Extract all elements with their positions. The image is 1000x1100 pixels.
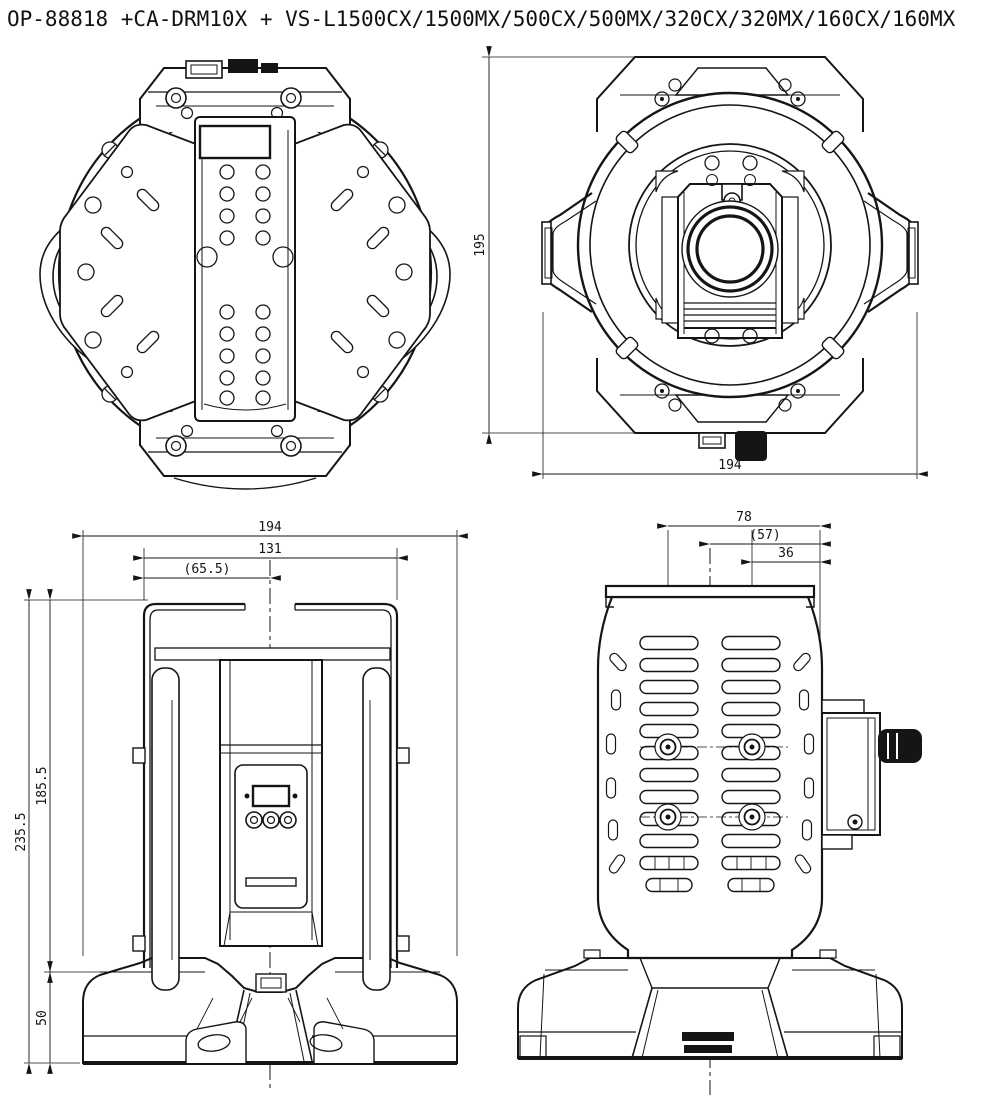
- dimension-185-5: 185.5: [35, 589, 150, 983]
- dim-label-235-5: 235.5: [14, 812, 29, 851]
- side-view: 78 (57) 36: [517, 510, 922, 1095]
- right-side-panel: [362, 667, 410, 991]
- dimension-57: (57): [699, 528, 831, 547]
- side-connector-assembly: [821, 699, 922, 850]
- right-foot: [313, 1021, 375, 1063]
- base-latch-bar: [684, 1045, 732, 1053]
- camera-window: [198, 124, 272, 160]
- dim-label-50: 50: [35, 1010, 50, 1026]
- side-base: [517, 949, 903, 1060]
- dim-label-78: 78: [736, 510, 752, 525]
- control-buttons: [245, 811, 297, 829]
- cable-connector: [228, 59, 258, 73]
- display: [251, 784, 291, 808]
- edge-slots-right: [793, 652, 815, 874]
- controller-unit: [219, 659, 323, 947]
- top-connectors: [185, 59, 278, 79]
- column-holes: [196, 164, 294, 406]
- dimension-194-ring: 194: [532, 312, 928, 479]
- dimension-50: 50: [35, 961, 53, 1074]
- bottom-flange: [139, 412, 351, 490]
- ring-right-handle: [863, 192, 919, 313]
- side-body: [596, 584, 824, 960]
- power-connector: [878, 729, 922, 763]
- dim-label-185-5: 185.5: [35, 766, 50, 805]
- dim-label-195: 195: [473, 233, 488, 256]
- front-base: [82, 957, 458, 1065]
- indicator-led: [292, 793, 298, 799]
- drawing-title: OP-88818 +CA-DRM10X + VS-L1500CX/1500MX/…: [7, 7, 956, 31]
- camera-column: [194, 116, 296, 422]
- dim-label-36: 36: [778, 546, 794, 561]
- handle-slot: [245, 877, 297, 887]
- dim-label-131: 131: [258, 542, 281, 557]
- vent-slots: [639, 635, 781, 893]
- cable-connector: [735, 431, 767, 461]
- front-view: 194 131 (65.5) 235.5 185.5 50: [14, 520, 468, 1090]
- dimension-195: 195: [473, 46, 634, 444]
- left-foot: [185, 1021, 247, 1063]
- cable-connector-small: [261, 63, 278, 73]
- dimension-78: 78: [657, 510, 831, 529]
- bottom-connectors: [698, 431, 767, 461]
- plate-corner-screws: [101, 141, 389, 403]
- lens-barrel: [686, 205, 774, 293]
- mount-bracket: [142, 602, 399, 968]
- dimension-235-5: 235.5: [14, 589, 148, 1074]
- aperture-screw-holes: [704, 155, 758, 344]
- dim-label-194-ring: 194: [718, 458, 742, 473]
- bottom-view: 195 194: [473, 46, 928, 479]
- ring-edge-tabs: [615, 130, 845, 360]
- indicator-led: [244, 793, 250, 799]
- dim-label-57: (57): [749, 528, 780, 543]
- ring-left-handle: [541, 192, 597, 313]
- dimension-36: 36: [741, 546, 831, 565]
- dim-label-194-front: 194: [258, 520, 282, 535]
- mount-screws: [640, 733, 788, 831]
- lens-aperture: [695, 214, 765, 284]
- dimension-65-5: (65.5): [133, 562, 281, 581]
- dimension-131: 131: [133, 542, 408, 600]
- dim-label-65-5: (65.5): [184, 562, 231, 577]
- dimension-194-front: 194: [72, 520, 468, 956]
- edge-slots-left: [605, 652, 627, 874]
- block-hatch-lines: [684, 302, 776, 329]
- right-mount-plate: [258, 123, 431, 422]
- left-side-panel: [132, 667, 180, 991]
- top-mount-flange: [604, 584, 816, 599]
- mount-plate-band: [154, 647, 391, 661]
- base-latch-bar: [682, 1032, 734, 1041]
- camera-block: [661, 183, 799, 339]
- top-view: [39, 59, 451, 490]
